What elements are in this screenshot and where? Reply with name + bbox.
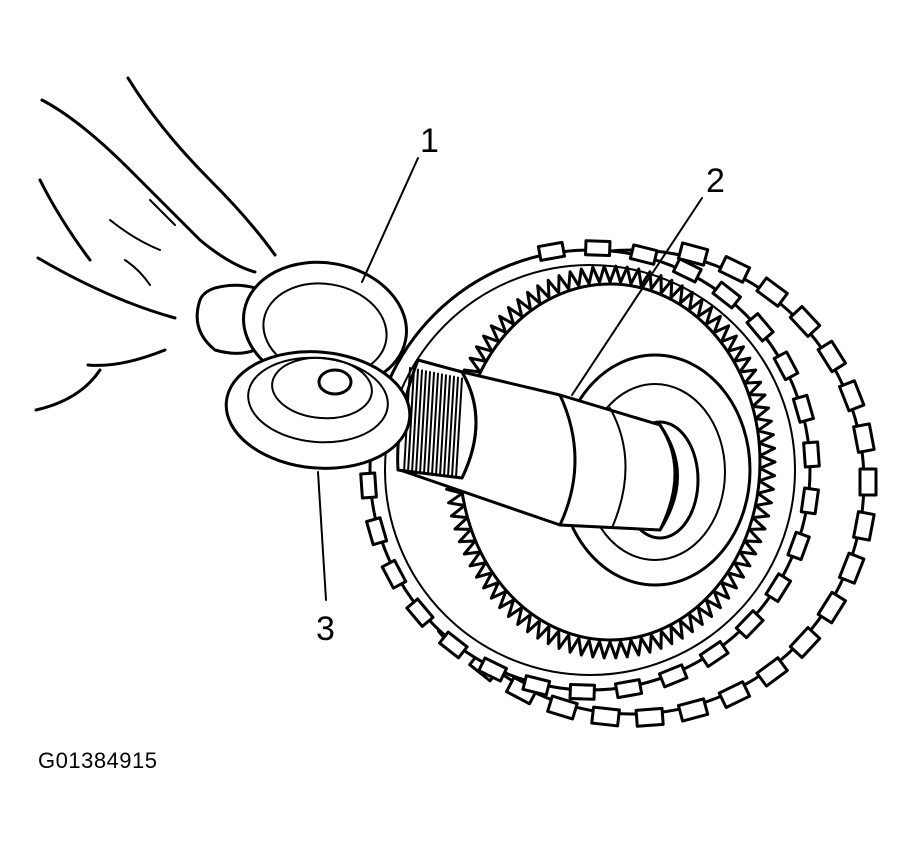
clutch-tab	[764, 572, 793, 604]
figure-code: G01384915	[38, 748, 158, 773]
clutch-tab	[788, 626, 822, 659]
spline-line	[435, 373, 443, 477]
spline-line	[451, 376, 459, 478]
spline-line	[415, 369, 423, 475]
clutch-tab	[734, 609, 765, 640]
clutch-tab	[590, 705, 621, 728]
hand	[34, 76, 282, 412]
clutch-tab	[546, 694, 579, 721]
clutch-tab	[772, 350, 800, 382]
clutch-tab	[717, 255, 752, 284]
callout-1: 1	[420, 122, 439, 160]
leader-line-2	[571, 197, 703, 396]
clutch-tab	[799, 486, 820, 516]
clutch-tab	[786, 530, 811, 562]
leader-line-1	[361, 157, 419, 283]
spline-line	[423, 371, 431, 475]
clutch-tab	[788, 305, 822, 338]
thrust-bearing-assembly	[224, 260, 412, 470]
clutch-tab	[676, 241, 710, 267]
clutch-tab	[438, 630, 469, 660]
clutch-tab	[365, 516, 389, 547]
clutch-tab	[755, 656, 789, 688]
clutch-tab	[698, 640, 730, 669]
clutch-tab	[628, 243, 659, 266]
clutch-tab	[791, 393, 815, 424]
shaft-splines	[403, 367, 463, 479]
spline-line	[447, 375, 455, 478]
callout-2: 2	[706, 162, 725, 200]
clutch-tab	[634, 706, 665, 728]
spline-line	[411, 368, 419, 474]
clutch-tab	[676, 697, 710, 723]
clutch-tab	[657, 663, 689, 689]
clutch-tab	[536, 240, 566, 262]
clutch-tab	[568, 682, 596, 701]
clutch-tab	[858, 467, 878, 497]
clutch-tab	[802, 440, 821, 469]
clutch-tab	[380, 558, 408, 590]
clutch-tab	[837, 379, 866, 413]
callout-3: 3	[316, 610, 335, 648]
clutch-tab	[816, 590, 848, 625]
clutch-tab	[671, 257, 703, 284]
clutch-tab	[614, 678, 644, 700]
spline-line	[427, 371, 435, 476]
clutch-tab	[711, 280, 742, 310]
spline-line	[439, 374, 447, 477]
clutch-tab	[852, 510, 876, 542]
clutch-tab	[745, 312, 775, 343]
spline-line	[443, 375, 451, 477]
clutch-tab	[837, 551, 866, 585]
clutch-plate-tabs	[412, 241, 878, 728]
clutch-tab	[816, 339, 848, 374]
spline-line	[419, 370, 427, 475]
clutch-tab	[717, 680, 752, 709]
clutch-tab	[405, 597, 435, 628]
spline-line	[455, 377, 463, 479]
clutch-tab	[852, 422, 876, 454]
clutch-tab	[359, 471, 378, 500]
spline-line	[431, 372, 439, 476]
clutch-tab	[521, 674, 552, 697]
leader-line-3	[317, 471, 327, 601]
clutch-tab	[755, 276, 789, 308]
clutch-plate-front-tabs	[359, 239, 821, 701]
clutch-tab	[584, 239, 612, 258]
spline-line	[407, 367, 415, 474]
output-shaft	[396, 358, 679, 532]
clutch-tab	[477, 656, 509, 683]
